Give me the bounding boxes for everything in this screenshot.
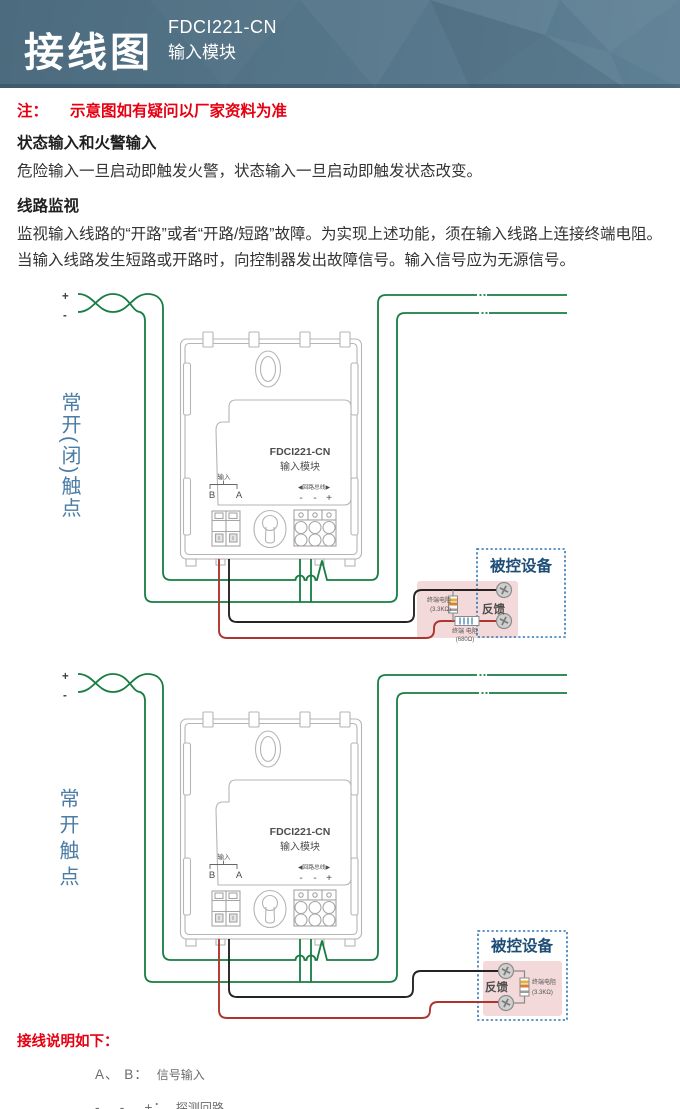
terminating-resistor-3k3 xyxy=(448,590,458,621)
signal-wire-red xyxy=(218,939,499,1019)
feedback-label: 反馈 xyxy=(482,602,505,616)
terminating-resistor-3k3 xyxy=(513,970,530,1004)
bus-term-minus1: - xyxy=(299,493,302,504)
loop-terminal-stubs xyxy=(299,559,312,602)
device-box-title: 被控设备 xyxy=(491,936,554,955)
wiring-notes-title: 接线说明如下： xyxy=(17,1034,119,1050)
bus-label: ◀回路总线▶ xyxy=(298,863,331,871)
resistor-3k3-label: 终端电阻 xyxy=(427,596,451,604)
product-name: 输入模块 xyxy=(168,42,236,62)
bus-plus-label: + xyxy=(62,671,69,683)
bus-label: ◀回路总线▶ xyxy=(298,483,331,491)
disclaimer-note: 注： 示意图如有疑问以厂家资料为准 xyxy=(17,99,667,121)
bus-term-minus2: - xyxy=(313,873,316,884)
wiring-notes: 接线说明如下： A、 B： 信号输入 -、 -、 +： 探测回路 xyxy=(17,1030,224,1109)
bus-minus-label: - xyxy=(63,690,67,702)
diagram-1: 被控设备 xyxy=(62,291,567,643)
wiring-note-item: A、 B： 信号输入 xyxy=(95,1063,224,1084)
terminal-b-label: B xyxy=(209,490,215,501)
module-face-labels: FDCI221-CN 输入模块 输入 B A ◀回路总线▶ - - + xyxy=(209,826,332,884)
resistor-3k3-label: 终端电阻 xyxy=(532,978,556,986)
signal-wire-red xyxy=(218,559,497,639)
resistor-3k3-value: (3.3KΩ) xyxy=(532,990,553,996)
terminal-a-label: A xyxy=(236,490,243,501)
section-heading-2: 线路监视 xyxy=(17,198,80,215)
feedback-terminal-bottom xyxy=(497,994,515,1012)
bus-plus-label: + xyxy=(62,291,69,303)
page-title: 接线图 xyxy=(24,31,153,75)
diagram-2: 被控设备 终端电阻 (3.3KΩ) 反馈 + - xyxy=(62,671,568,1021)
loop-wire-plus xyxy=(77,293,567,581)
note-text: 示意图如有疑问以厂家资料为准 xyxy=(70,103,288,120)
note-desc: 探测回路 xyxy=(175,1101,224,1109)
input-bracket xyxy=(209,480,238,489)
section-heading-1: 状态输入和火警输入 xyxy=(17,135,157,152)
loop-terminal-stubs xyxy=(299,939,312,982)
resistor-680-value: (680Ω) xyxy=(456,637,475,643)
section-body-1: 危险输入一旦启动即触发火警，状态输入一旦启动即触发状态改变。 xyxy=(17,163,483,180)
input-label: 输入 xyxy=(218,472,232,481)
note-prefix: 注： xyxy=(17,103,49,120)
device-inner-box xyxy=(417,581,518,638)
resistor-680-label: 终端 电阻 xyxy=(452,627,478,635)
loop-bus-wires xyxy=(77,673,567,983)
note-desc: 信号输入 xyxy=(156,1068,205,1082)
terminal-b-label: B xyxy=(209,870,215,881)
loop-wire-plus xyxy=(77,673,567,961)
note-term: A、 B： xyxy=(95,1067,149,1082)
banner-polygon-pattern xyxy=(0,0,680,88)
feedback-label: 反馈 xyxy=(485,980,508,994)
signal-wire-black xyxy=(228,939,499,998)
loop-bus-wires xyxy=(77,293,567,603)
section-body-2: 监视输入线路的“开路”或者“开路/短路”故障。为实现上述功能，须在输入线路上连接… xyxy=(17,226,662,269)
loop-wire-minus xyxy=(77,673,567,983)
module-model-text: FDCI221-CN xyxy=(270,446,331,458)
product-model: FDCI221-CN xyxy=(168,17,278,37)
bus-term-plus: + xyxy=(326,493,332,504)
module-name-text: 输入模块 xyxy=(280,840,320,853)
device-dotted-box xyxy=(477,930,568,1021)
feedback-terminal-top xyxy=(497,962,515,980)
signal-wire-black xyxy=(228,559,497,623)
device-box-title: 被控设备 xyxy=(490,556,553,575)
header-banner: 接线图 FDCI221-CN 输入模块 xyxy=(0,0,680,88)
bus-term-minus1: - xyxy=(299,873,302,884)
contact-label-normally-open: 常开触点 xyxy=(56,788,78,892)
input-label: 输入 xyxy=(218,852,232,861)
bus-minus-label: - xyxy=(63,310,67,322)
module-face-labels: FDCI221-CN 输入模块 输入 B A ◀回路总线▶ - - + xyxy=(209,446,332,504)
module-model-text: FDCI221-CN xyxy=(270,826,331,838)
feedback-terminal-top xyxy=(495,581,513,599)
bus-term-minus2: - xyxy=(313,493,316,504)
module-name-text: 输入模块 xyxy=(280,460,320,473)
note-term: -、 -、 +： xyxy=(95,1100,168,1109)
header-side: FDCI221-CN 输入模块 xyxy=(168,16,277,63)
wiring-note-item: -、 -、 +： 探测回路 xyxy=(95,1096,224,1109)
bus-term-plus: + xyxy=(326,873,332,884)
loop-wire-minus xyxy=(77,293,567,603)
contact-label-normally-open-closed: 常开(闭)触点 xyxy=(58,392,80,520)
terminal-a-label: A xyxy=(236,870,243,881)
resistor-3k3-value: (3.3KΩ) xyxy=(430,607,451,613)
input-bracket xyxy=(209,860,238,869)
device-dotted-box xyxy=(476,548,566,638)
intro-text: 注： 示意图如有疑问以厂家资料为准 状态输入和火警输入 危险输入一旦启动即触发火警… xyxy=(17,99,667,279)
inline-resistor-680 xyxy=(454,616,480,626)
